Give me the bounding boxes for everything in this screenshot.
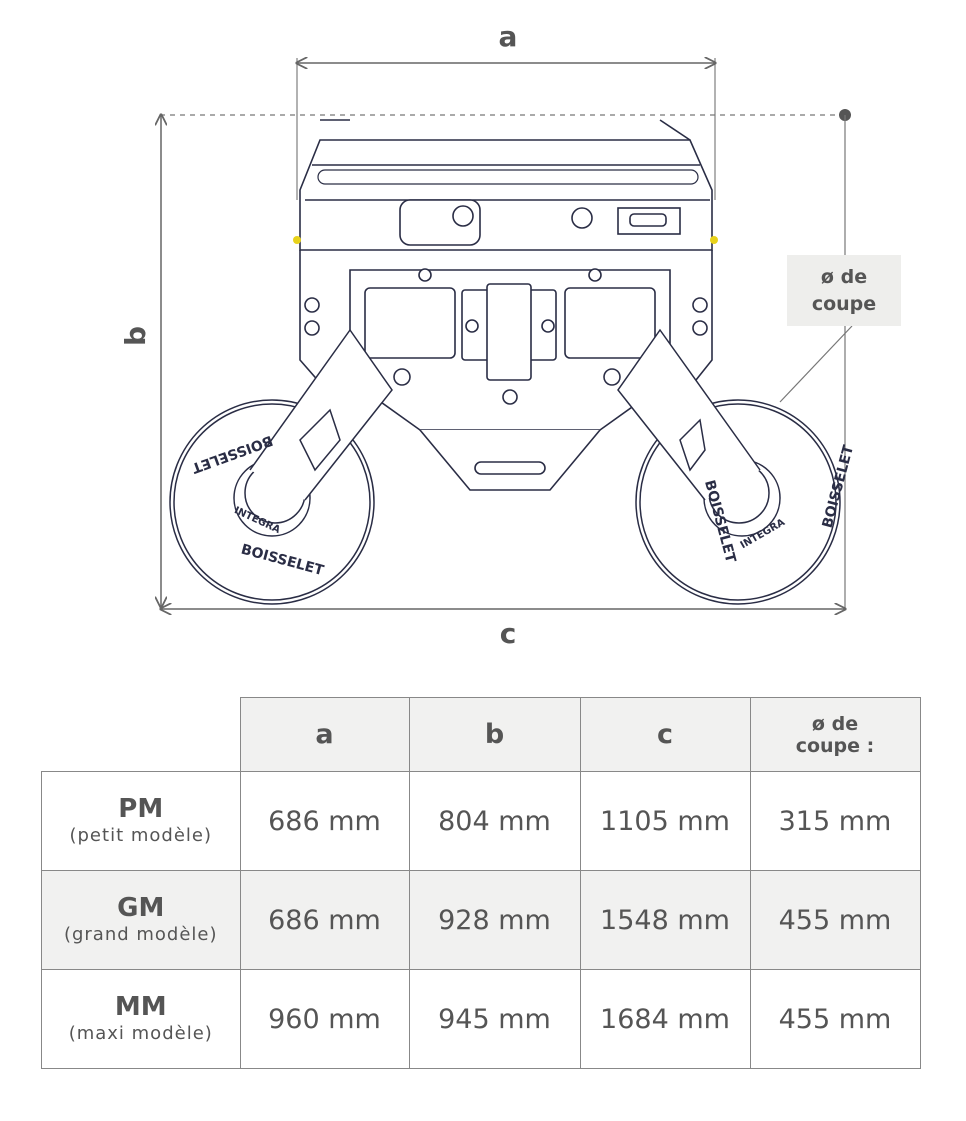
value-b: 804 mm: [408, 771, 581, 871]
value-a: 686 mm: [239, 771, 410, 871]
value-a: 960 mm: [239, 969, 410, 1069]
dimension-c: c: [161, 609, 845, 650]
model-code: MM: [114, 992, 167, 1022]
dimension-b: b: [119, 115, 161, 607]
model-code: GM: [117, 893, 165, 923]
left-cutting-disc: BOISSELET BOISSELET INTEGRA: [169, 328, 393, 605]
right-cutting-disc: BOISSELET BOISSELET INTEGRA: [617, 328, 857, 605]
model-desc: (grand modèle): [63, 924, 218, 945]
left-disc-brand-bottom: BOISSELET: [239, 542, 326, 580]
header-cut-diameter: ø de coupe :: [749, 697, 921, 772]
table-row-pm: PM(petit modèle) 686 mm 804 mm 1105 mm 3…: [41, 771, 921, 871]
cut-diameter-label-line2: coupe: [811, 292, 877, 315]
cut-diameter-label: ø de coupe: [787, 255, 901, 326]
value-cut-diameter: 455 mm: [749, 870, 921, 970]
value-a: 686 mm: [239, 870, 410, 970]
value-c: 1548 mm: [579, 870, 751, 970]
value-c: 1684 mm: [579, 969, 751, 1069]
dimension-b-label: b: [119, 326, 152, 346]
cut-diameter-label-line1: ø de: [820, 265, 868, 288]
left-disc-model: INTEGRA: [232, 505, 282, 536]
accent-markers: [293, 236, 718, 244]
table-row-gm: GM(grand modèle) 686 mm 928 mm 1548 mm 4…: [41, 870, 921, 970]
value-c: 1105 mm: [579, 771, 751, 871]
table-header-row: a b c ø de coupe :: [41, 697, 921, 772]
machine-body: [299, 119, 713, 491]
table-row-mm: MM(maxi modèle) 960 mm 945 mm 1684 mm 45…: [41, 969, 921, 1069]
header-a: a: [239, 697, 410, 772]
dimension-a: a: [297, 20, 715, 200]
model-desc: (petit modèle): [69, 825, 212, 846]
model-cell: MM(maxi modèle): [41, 969, 241, 1069]
header-empty-cell: [41, 697, 241, 772]
value-cut-diameter: 455 mm: [749, 969, 921, 1069]
value-cut-diameter: 315 mm: [749, 771, 921, 871]
cut-diameter-leader: [779, 325, 853, 403]
machine-dimension-drawing: a b c: [119, 20, 857, 650]
model-cell: PM(petit modèle): [41, 771, 241, 871]
header-b: b: [408, 697, 581, 772]
model-code: PM: [118, 794, 164, 824]
value-b: 945 mm: [408, 969, 581, 1069]
dimension-c-label: c: [500, 617, 517, 650]
header-c: c: [579, 697, 751, 772]
dimension-a-label: a: [499, 20, 518, 53]
value-b: 928 mm: [408, 870, 581, 970]
model-cell: GM(grand modèle): [41, 870, 241, 970]
dimensions-table: a b c ø de coupe : PM(petit modèle) 686 …: [41, 697, 921, 1069]
model-desc: (maxi modèle): [68, 1023, 213, 1044]
